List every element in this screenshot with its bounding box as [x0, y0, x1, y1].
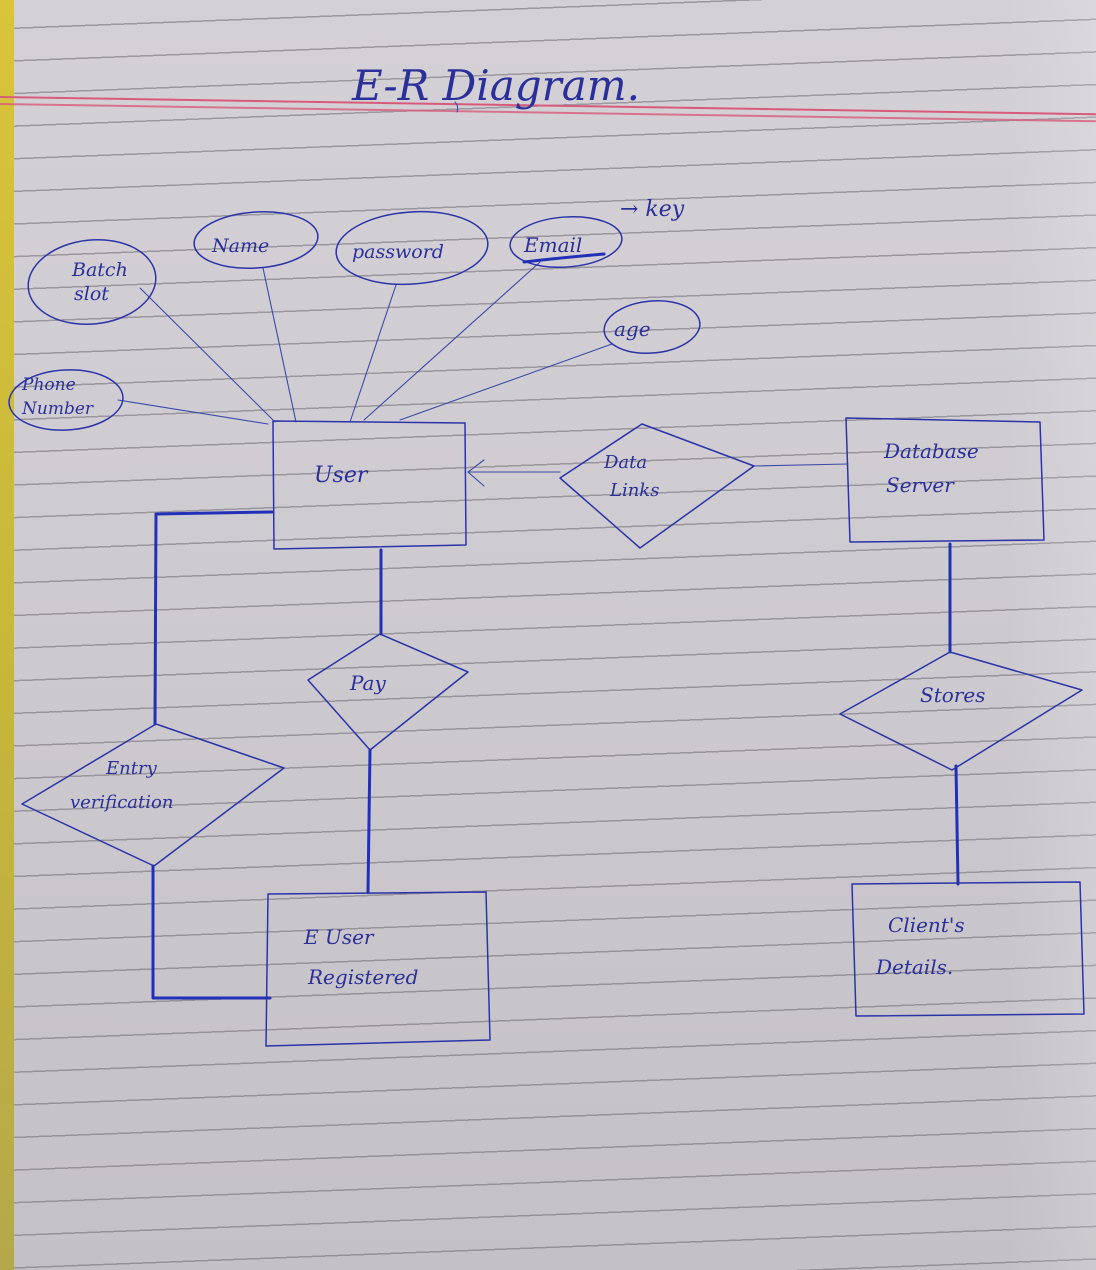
- entry-verification-diamond: [21, 723, 285, 867]
- user-registered-label-line1: E User: [303, 925, 375, 949]
- entity-user: User: [272, 420, 467, 550]
- user-registered-rectangle: [265, 891, 491, 1047]
- entity-database-server: Database Server: [845, 417, 1045, 543]
- phone-number-ellipse: [8, 369, 124, 431]
- attribute-name: Name: [193, 210, 319, 270]
- batch-slot-label-line1: Batch: [71, 259, 128, 281]
- batch-slot-ellipse: [27, 238, 157, 326]
- name-ellipse: [193, 210, 319, 270]
- name-label: Name: [211, 235, 269, 257]
- pay-diamond: [307, 633, 469, 751]
- page-edge-shadow: [1006, 0, 1096, 1270]
- attribute-password: password: [335, 210, 489, 286]
- connector-stores-clients: [954, 764, 960, 886]
- phone-number-label-line2: Number: [21, 399, 94, 419]
- phone-number-label-line1: Phone: [21, 375, 76, 395]
- connector-datalinks-database: [751, 463, 849, 467]
- relationship-stores: Stores: [839, 651, 1083, 771]
- clients-details-label-line1: Client's: [888, 913, 965, 937]
- email-label: Email: [523, 233, 582, 257]
- connector-name: [262, 267, 297, 423]
- age-ellipse: [603, 300, 701, 354]
- age-label: age: [614, 317, 651, 341]
- connector-age: [399, 343, 613, 421]
- data-links-label-line2: Links: [609, 480, 659, 501]
- stores-diamond: [839, 651, 1083, 771]
- title-flourish: [454, 101, 459, 113]
- entity-user-registered: E User Registered: [265, 891, 491, 1047]
- attribute-batch-slot: Batch slot: [27, 238, 157, 326]
- batch-slot-label-line2: slot: [74, 283, 109, 305]
- connector-entry-registered: [151, 864, 272, 1000]
- clients-details-label-line2: Details.: [875, 955, 953, 979]
- key-annotation: → key: [620, 197, 685, 222]
- connector-pay-registered: [366, 748, 372, 894]
- database-server-rectangle: [845, 417, 1045, 543]
- connector-password: [349, 284, 397, 423]
- relationship-connectors: [151, 459, 960, 1000]
- attribute-age: age: [603, 300, 701, 354]
- attribute-phone-number: Phone Number: [8, 369, 124, 431]
- password-ellipse: [335, 210, 489, 286]
- arrow-head-user: [467, 459, 485, 487]
- entry-verification-label-line1: Entry: [105, 758, 158, 779]
- data-links-label-line1: Data: [603, 452, 647, 473]
- database-server-label-line2: Server: [886, 473, 955, 497]
- connector-phone-number: [117, 399, 269, 425]
- relationship-entry-verification: Entry verification: [21, 723, 285, 867]
- pay-label: Pay: [349, 671, 386, 695]
- password-label: password: [352, 241, 444, 263]
- entry-verification-label-line2: verification: [70, 792, 173, 813]
- data-links-diamond: [559, 423, 755, 549]
- connector-batch-slot: [139, 287, 276, 423]
- diagram-title: E-R Diagram.: [351, 61, 640, 110]
- clients-details-rectangle: [851, 881, 1085, 1017]
- stores-label: Stores: [920, 683, 985, 707]
- user-label: User: [314, 463, 369, 488]
- user-rectangle: [272, 420, 467, 550]
- email-ellipse: [509, 216, 623, 268]
- attribute-email: Email: [509, 216, 623, 268]
- entity-clients-details: Client's Details.: [851, 881, 1085, 1017]
- attribute-connectors: [117, 261, 613, 425]
- database-server-label-line1: Database: [883, 439, 979, 463]
- user-registered-label-line2: Registered: [307, 965, 418, 989]
- relationship-pay: Pay: [307, 633, 469, 751]
- relationship-data-links: Data Links: [559, 423, 755, 549]
- email-key-underline: [522, 252, 606, 264]
- connector-email: [363, 261, 541, 421]
- notebook-cover-edge: [0, 0, 14, 1270]
- connector-user-entry: [153, 510, 274, 726]
